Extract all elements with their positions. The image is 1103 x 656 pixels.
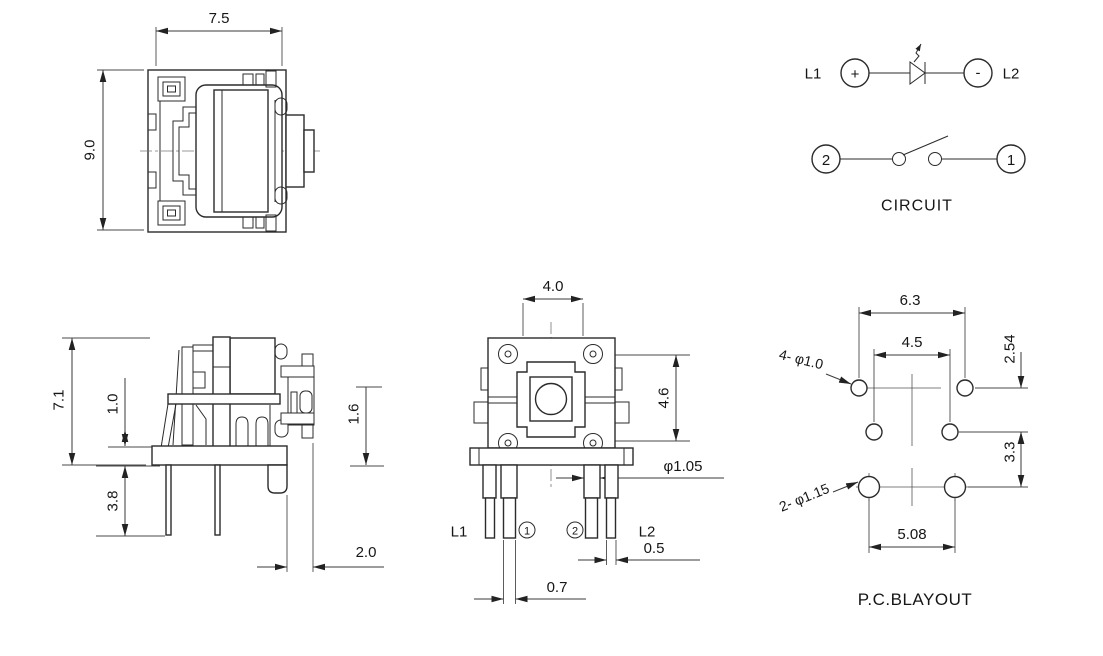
side-view: 7.1 1.0 3.8 1.6 2.0 <box>50 336 384 572</box>
front-view-dim-button-height: 4.6 <box>606 354 690 442</box>
dim-label-2-54: 2.54 <box>1001 334 1018 363</box>
circuit-diagram: L1 + - L2 2 1 CIRCUIT <box>805 43 1026 215</box>
top-view: 7.5 9.0 <box>81 10 322 233</box>
dim-label-0-5: 0.5 <box>644 540 665 557</box>
front-view-button <box>534 382 568 416</box>
side-view-pin-left <box>165 464 172 536</box>
led-symbol <box>909 43 926 85</box>
side-view-bracket <box>167 393 281 405</box>
pcb-hole-bottom-right <box>943 475 967 499</box>
dim-label-7-5: 7.5 <box>209 10 230 27</box>
side-view-flange <box>151 445 288 466</box>
top-view-top-tabs <box>242 70 277 88</box>
side-view-dim-clearance: 1.0 <box>104 378 162 448</box>
front-view-tab-upper-right <box>614 367 623 391</box>
front-view-pin2-callout <box>566 521 584 539</box>
pcb-hole-bottom-left <box>857 475 881 499</box>
dim-label-4-5: 4.5 <box>902 334 923 351</box>
dim-label-6-3: 6.3 <box>900 292 921 309</box>
front-view-label-l1: L1 <box>451 523 468 540</box>
front-view-tab-lower-left <box>473 401 489 424</box>
front-view-dim-pin-left: 0.7 <box>474 540 586 604</box>
side-view-pin-center <box>214 464 221 536</box>
circuit-label-l1: L1 <box>805 65 822 82</box>
side-view-dim-pin-length: 3.8 <box>96 465 165 537</box>
pcb-dim-bottom-span: 5.08 <box>868 499 956 553</box>
dim-label-1-6: 1.6 <box>345 404 362 425</box>
front-view-pin1-callout <box>518 521 536 539</box>
circuit-minus-sign: - <box>976 64 981 81</box>
switch-symbol <box>892 135 949 166</box>
dim-label-3-8: 3.8 <box>104 491 121 512</box>
dim-label-4-0: 4.0 <box>543 278 564 295</box>
side-view-dim-stem-offset: 2.0 <box>257 443 384 572</box>
circuit-number-1: 1 <box>1007 152 1015 169</box>
pcb-dim-row-pitch-top: 2.54 <box>958 334 1028 444</box>
pcb-hole-top-right <box>956 379 974 397</box>
top-view-outline <box>140 69 322 233</box>
circuit-terminal-1 <box>996 144 1026 174</box>
side-view-plunger-column <box>212 336 231 449</box>
dim-label-4-6: 4.6 <box>655 388 672 409</box>
side-view-dim-stem-height: 1.6 <box>345 386 384 467</box>
top-view-bottom-tabs <box>242 214 277 232</box>
circuit-number-2: 2 <box>822 152 830 169</box>
side-view-bump-upper <box>274 343 288 360</box>
pcb-dim-outer-span: 6.3 <box>858 292 966 378</box>
pcb-hole-mid-left <box>865 423 883 441</box>
pcb-hole-mid-right <box>941 423 959 441</box>
front-view: 4.0 4.6 φ1.05 0.5 0.7 <box>451 278 724 604</box>
front-view-dim-button-width: 4.0 <box>522 278 584 336</box>
front-view-dim-pin-dia: φ1.05 <box>556 458 724 482</box>
pcb-dim-inner-span: 4.5 <box>873 334 951 422</box>
dim-label-5-08: 5.08 <box>897 526 926 543</box>
pcb-title: P.C.BLAYOUT <box>858 590 972 609</box>
pcb-label-4-phi-1-0: 4- φ1.0 <box>777 346 825 372</box>
side-view-top-block <box>229 337 276 395</box>
front-view-pin2-number: 2 <box>572 525 578 537</box>
top-view-bump-lower <box>274 186 288 205</box>
dim-label-3-3: 3.3 <box>1001 442 1018 463</box>
front-view-label-l2: L2 <box>639 523 656 540</box>
circuit-plus-sign: + <box>851 66 860 83</box>
dim-label-phi-1-05: φ1.05 <box>664 458 703 475</box>
led-light-arrow-icon <box>913 43 922 63</box>
front-view-tab-lower-right <box>614 401 630 424</box>
front-view-dim-pin-right: 0.5 <box>578 540 700 565</box>
front-view-pin1-number: 1 <box>524 525 530 537</box>
top-view-corner-rivet-top <box>157 76 186 102</box>
circuit-title: CIRCUIT <box>881 198 953 215</box>
top-view-bump-upper <box>274 97 288 116</box>
top-view-corner-rivet-bottom <box>157 200 186 226</box>
circuit-terminal-minus <box>963 58 993 88</box>
top-view-dim-height: 9.0 <box>81 69 144 231</box>
top-view-stem-cap <box>303 129 315 173</box>
pcb-dim-row-pitch-bottom: 3.3 <box>968 432 1028 488</box>
top-view-internal-details <box>147 101 212 201</box>
dim-label-1-0: 1.0 <box>104 394 121 415</box>
circuit-label-l2: L2 <box>1003 65 1020 82</box>
front-view-outline <box>469 337 634 539</box>
top-view-stem <box>285 114 305 188</box>
pcb-callout-small-holes: 4- φ1.0 <box>777 346 852 385</box>
top-view-dim-width: 7.5 <box>155 10 283 66</box>
dim-label-7-1: 7.1 <box>50 390 67 411</box>
side-view-dim-height: 7.1 <box>50 337 150 466</box>
side-view-outline <box>151 336 315 536</box>
front-view-tab-upper-left <box>480 367 489 391</box>
pcb-label-2-phi-1-15: 2- φ1.15 <box>777 480 832 515</box>
pcb-layout: 6.3 4.5 2.54 3.3 5.08 4- φ1.0 <box>777 292 1028 609</box>
side-view-stem-plate <box>280 353 315 439</box>
side-view-pin-right <box>267 464 288 494</box>
top-view-plunger <box>213 89 269 213</box>
pcb-callout-large-holes: 2- φ1.15 <box>777 480 859 515</box>
dim-label-2-0: 2.0 <box>356 544 377 561</box>
front-view-seam-lines <box>488 396 615 404</box>
dim-label-0-7: 0.7 <box>547 579 568 596</box>
front-view-pins <box>482 464 619 539</box>
dim-label-9-0: 9.0 <box>81 140 98 161</box>
pcb-hole-top-left <box>850 379 868 397</box>
front-view-flange <box>469 447 634 466</box>
